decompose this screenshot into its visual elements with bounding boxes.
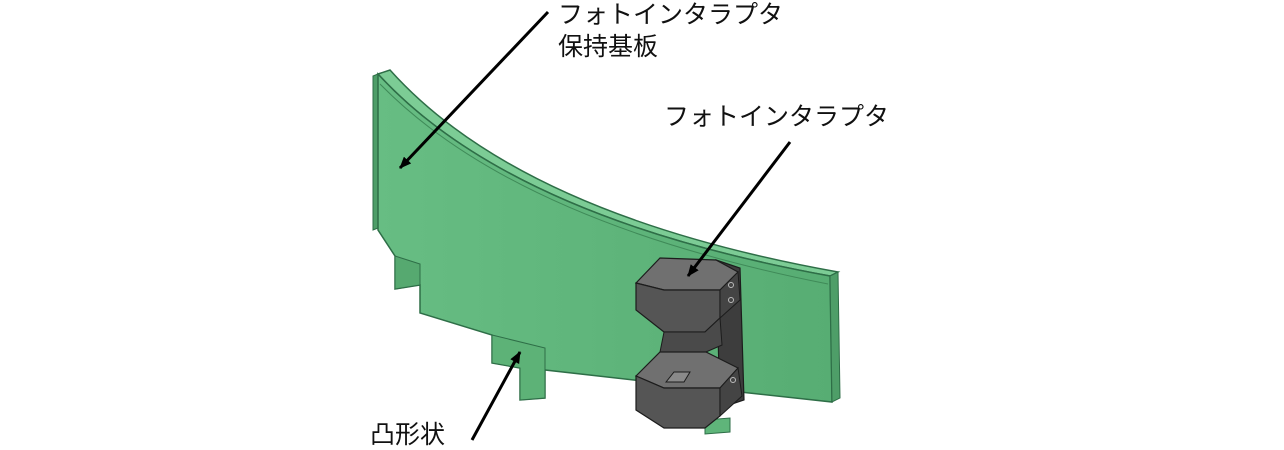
sensor-lower-side [719,366,743,418]
arrow-protrusion [470,351,522,441]
arrow-sensor [686,141,792,277]
sensor-marking-3 [730,377,736,383]
sensor-lower-window [664,371,691,383]
photo-interrupter [634,257,745,429]
arrow-holder-board [398,10,550,170]
sensor-upper-side [719,270,741,320]
label-holder-board-line1: フォトインタラプタ [558,0,784,29]
protrusion-left [394,255,421,290]
sensor-lower-front [635,375,721,429]
label-protrusion: 凸形状 [370,420,446,449]
protrusion-right [491,334,546,401]
board-right-edge [829,271,841,403]
sensor-marking-1 [728,282,734,288]
label-sensor: フォトインタラプタ [664,102,890,131]
sensor-marking-2 [728,297,734,303]
label-holder-board-line2: 保持基板 [558,32,659,61]
board-edge-line [379,83,829,285]
